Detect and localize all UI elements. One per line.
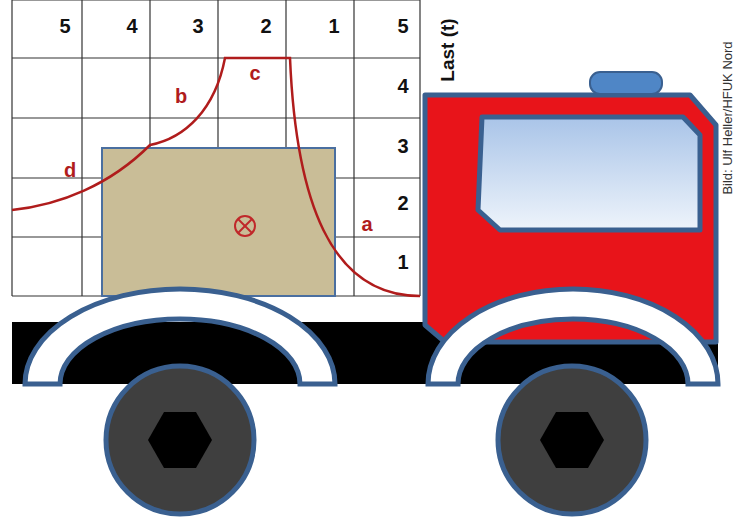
load-grid bbox=[12, 0, 420, 296]
column-number: 5 bbox=[59, 16, 70, 36]
wheel bbox=[106, 366, 254, 514]
wheel-hub bbox=[148, 412, 212, 468]
load-box bbox=[102, 148, 335, 296]
cab-window bbox=[478, 117, 700, 230]
row-number: 4 bbox=[397, 76, 408, 96]
beacon bbox=[590, 72, 662, 94]
column-number: 1 bbox=[328, 16, 339, 36]
center-of-gravity bbox=[235, 216, 255, 236]
column-number: 2 bbox=[260, 16, 271, 36]
column-number: 4 bbox=[126, 16, 137, 36]
wheel bbox=[498, 366, 646, 514]
axis-label: Last (t) bbox=[438, 18, 457, 81]
curve-label: c bbox=[249, 63, 260, 83]
curve-label: b bbox=[175, 86, 187, 106]
curve-label: d bbox=[64, 160, 76, 180]
row-number: 2 bbox=[397, 193, 408, 213]
column-number: 3 bbox=[192, 16, 203, 36]
row-number: 1 bbox=[397, 252, 408, 272]
load-curve bbox=[12, 58, 420, 296]
row-number: 3 bbox=[397, 136, 408, 156]
curve-label: a bbox=[361, 214, 372, 234]
wheel-hub bbox=[540, 412, 604, 468]
watermark: Bild: Ulf Heller/HFUK Nord bbox=[721, 41, 734, 194]
row-number: 5 bbox=[397, 16, 408, 36]
